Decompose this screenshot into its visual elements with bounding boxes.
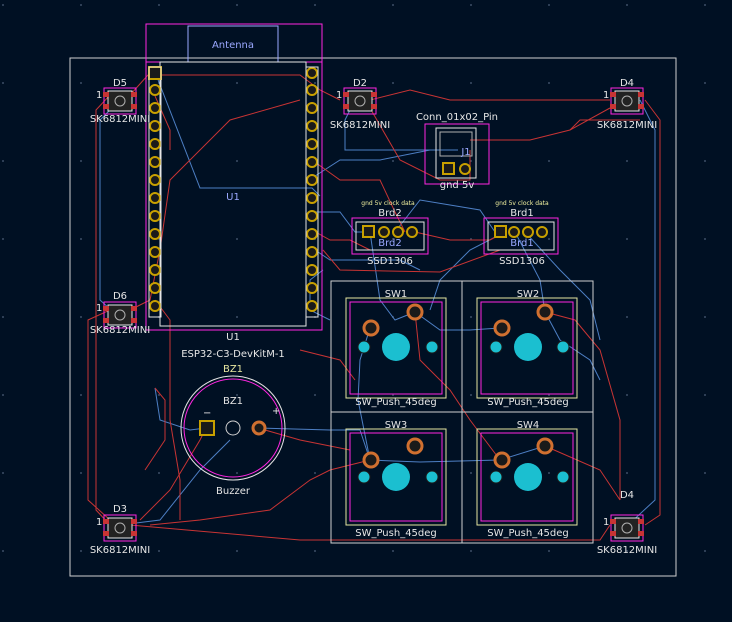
esp32-pins-left [148, 66, 162, 312]
led-d6-pin1: 1 [96, 303, 102, 314]
led-d4-top[interactable]: 1 D4 SK6812MINI [597, 78, 657, 131]
connector-ref: J1 [460, 147, 470, 158]
led-d3-name: SK6812MINI [90, 545, 150, 556]
oled-brd1-name: SSD1306 [499, 256, 545, 267]
oled-brd2-fab-ref: Brd2 [378, 238, 402, 249]
led-d4-bottom[interactable]: 1 D4 SK6812MINI [597, 490, 657, 556]
led-d4-top-pin1: 1 [603, 90, 609, 101]
led-d3-ref: D3 [113, 504, 127, 515]
led-d3[interactable]: 1 D3 SK6812MINI [90, 504, 150, 556]
buzzer-ref: BZ1 [223, 364, 243, 375]
switch-sw3[interactable]: SW3 SW_Push_45deg [345, 420, 447, 539]
esp32-module[interactable]: Antenna U1 U1 ESP32-C3-DevKitM-1 [145, 23, 323, 360]
switch-grid [330, 280, 594, 544]
led-d6[interactable]: 1 D6 SK6812MINI [90, 291, 150, 336]
switch-sw2-name: SW_Push_45deg [487, 397, 569, 408]
led-d6-name: SK6812MINI [90, 325, 150, 336]
led-d5-name: SK6812MINI [90, 114, 150, 125]
switch-sw2-ref: SW2 [517, 289, 540, 300]
esp32-pins-right [306, 67, 318, 312]
led-d4-bottom-name: SK6812MINI [597, 545, 657, 556]
mcu-ref: U1 [226, 332, 240, 343]
switch-sw3-name: SW_Push_45deg [355, 528, 437, 539]
svg-text:+: + [272, 406, 280, 417]
oled-brd2-name: SSD1306 [367, 256, 413, 267]
board-outline [69, 57, 677, 577]
led-d5[interactable]: 1 D5 SK6812MINI [90, 78, 150, 125]
connector-name: Conn_01x02_Pin [416, 112, 498, 123]
connector-pins-label: gnd 5v [440, 180, 475, 191]
connector-j1[interactable]: Conn_01x02_Pin gnd 5v J1 [416, 112, 498, 191]
buzzer-name: Buzzer [216, 486, 251, 497]
switch-sw4-name: SW_Push_45deg [487, 528, 569, 539]
switch-sw4[interactable]: SW4 SW_Push_45deg [476, 420, 578, 539]
led-d2[interactable]: 1 D2 SK6812MINI [330, 78, 390, 131]
led-d5-ref: D5 [113, 78, 127, 89]
buzzer-bz1[interactable]: − + BZ1 BZ1 Buzzer [180, 364, 286, 497]
oled-brd2[interactable]: gnd 5v clock data Brd2 Brd2 SSD1306 [351, 200, 429, 267]
led-d2-name: SK6812MINI [330, 120, 390, 131]
front-copper-traces [87, 74, 661, 541]
antenna-label: Antenna [212, 40, 254, 51]
led-d4-top-ref: D4 [620, 78, 634, 89]
switch-sw1-name: SW_Push_45deg [355, 397, 437, 408]
led-d6-ref: D6 [113, 291, 127, 302]
switch-sw1[interactable]: SW1 SW_Push_45deg [345, 289, 447, 408]
led-d5-pin1: 1 [96, 90, 102, 101]
mcu-fab-ref: U1 [226, 192, 240, 203]
led-d4-bottom-pin1: 1 [603, 517, 609, 528]
switch-sw2[interactable]: SW2 SW_Push_45deg [476, 289, 578, 408]
switch-sw1-ref: SW1 [385, 289, 408, 300]
oled-brd2-pins: gnd 5v clock data [361, 200, 415, 207]
oled-brd1-fab-ref: Brd1 [510, 238, 534, 249]
oled-brd1-ref: Brd1 [510, 208, 534, 219]
switch-sw3-ref: SW3 [385, 420, 408, 431]
oled-brd1[interactable]: gnd 5v clock data Brd1 Brd1 SSD1306 [483, 200, 559, 267]
led-d3-pin1: 1 [96, 517, 102, 528]
led-d2-ref: D2 [353, 78, 367, 89]
led-d4-bottom-ref: D4 [620, 490, 634, 501]
led-d4-top-name: SK6812MINI [597, 120, 657, 131]
switch-sw4-ref: SW4 [517, 420, 540, 431]
svg-text:−: − [203, 408, 211, 419]
oled-brd1-pins: gnd 5v clock data [495, 200, 549, 207]
mcu-name: ESP32-C3-DevKitM-1 [181, 349, 285, 360]
buzzer-fab-ref: BZ1 [223, 396, 243, 407]
oled-brd2-ref: Brd2 [378, 208, 402, 219]
led-d2-pin1: 1 [336, 90, 342, 101]
